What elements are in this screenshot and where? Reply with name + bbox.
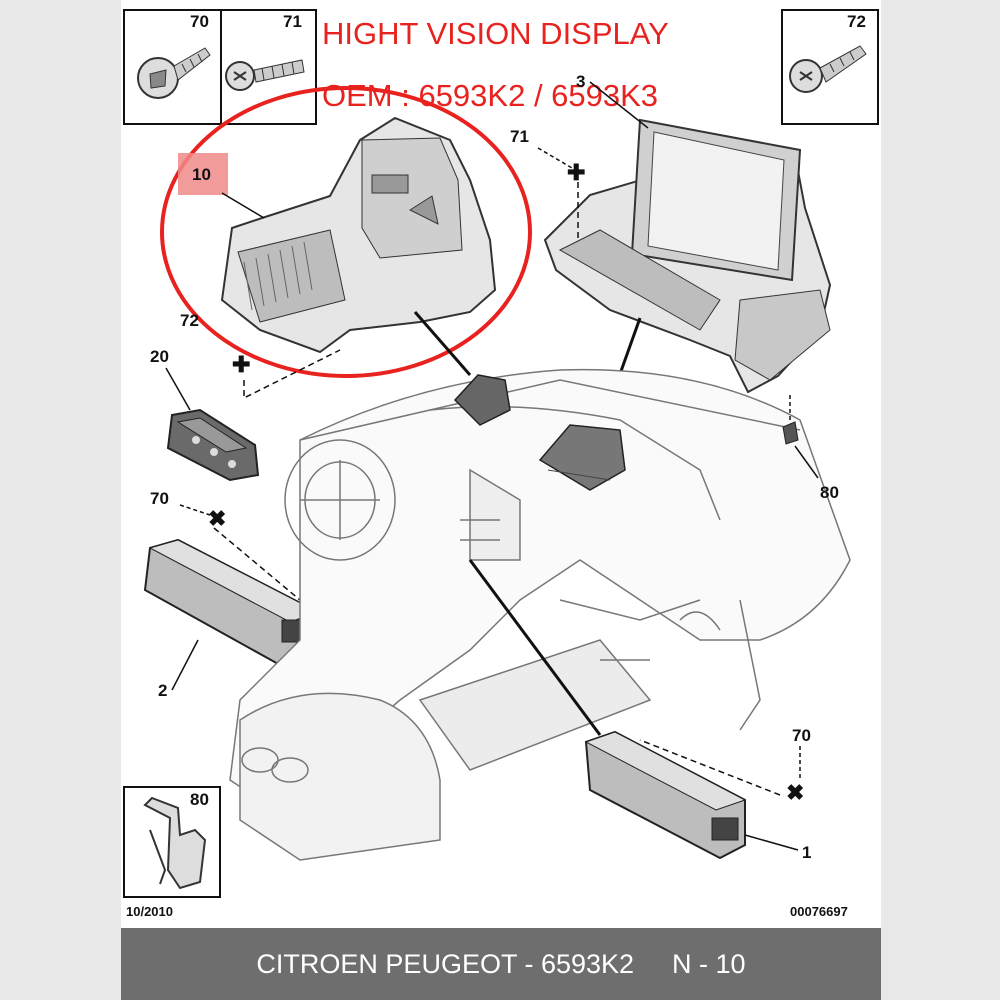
screen-display-part-3 xyxy=(543,118,832,394)
callout-part-3: 3 xyxy=(576,72,585,91)
callout-ref-80: 80 xyxy=(820,483,839,502)
cross-marker-icon: ✖ xyxy=(208,506,226,531)
leader-line xyxy=(794,445,819,479)
switch-panel-part-20 xyxy=(166,408,260,482)
footer-ref: N - 10 xyxy=(672,948,746,979)
screw-icon xyxy=(137,47,211,99)
leader-line xyxy=(744,834,799,851)
cross-marker-icon: ✚ xyxy=(567,160,585,185)
callout-part-2: 2 xyxy=(158,681,167,700)
footer-text: CITROEN PEUGEOT - 6593K2 xyxy=(256,948,635,979)
part-10-highlight-box xyxy=(178,153,228,195)
sheet-date: 10/2010 xyxy=(126,904,173,919)
control-module-part-2 xyxy=(143,538,320,667)
clip-box-80: 80 xyxy=(123,786,221,898)
leader-line xyxy=(221,192,265,219)
screw-box-71-label: 71 xyxy=(283,12,302,31)
screw-box-70: 70 xyxy=(123,9,222,125)
overlay-oem: OEM : 6593K2 / 6593K3 xyxy=(322,78,658,113)
leader-line xyxy=(468,559,602,736)
screw-icon xyxy=(225,59,305,91)
drawing-number: 00076697 xyxy=(790,904,848,919)
callout-ref-70-left: 70 xyxy=(150,489,169,508)
display-housing-part-10 xyxy=(220,116,497,354)
clip-icon xyxy=(143,796,207,890)
leader-line xyxy=(171,639,199,691)
screw-box-70-label: 70 xyxy=(190,12,209,31)
dashed-line xyxy=(243,349,341,400)
leader-line xyxy=(179,504,211,516)
clip-part-80 xyxy=(782,421,799,445)
screw-box-72: 72 xyxy=(781,9,879,125)
callout-ref-72: 72 xyxy=(180,311,199,330)
callout-part-10: 10 xyxy=(192,165,211,184)
dashboard-console xyxy=(229,368,851,861)
control-module-part-1 xyxy=(584,730,747,860)
footer-bar: CITROEN PEUGEOT - 6593K2 N - 10 xyxy=(121,928,881,1000)
clip-box-80-label: 80 xyxy=(190,790,209,809)
overlay-title: HIGHT VISION DISPLAY xyxy=(322,16,669,51)
dashboard-mounted-parts xyxy=(453,374,626,491)
dashed-line xyxy=(213,527,301,601)
callout-part-20: 20 xyxy=(150,347,169,366)
callout-ref-71: 71 xyxy=(510,127,529,146)
screw-box-72-label: 72 xyxy=(847,12,866,31)
highlight-circle xyxy=(160,86,532,378)
dashed-line xyxy=(639,739,781,796)
leader-line xyxy=(413,311,472,376)
leader-line xyxy=(165,367,191,411)
cross-marker-icon: ✚ xyxy=(232,352,250,377)
callout-ref-70-right: 70 xyxy=(792,726,811,745)
screw-icon xyxy=(789,45,867,93)
cross-marker-icon: ✖ xyxy=(786,780,804,805)
callout-part-1: 1 xyxy=(802,843,811,862)
leader-line xyxy=(589,81,649,129)
screw-box-71: 71 xyxy=(220,9,317,125)
